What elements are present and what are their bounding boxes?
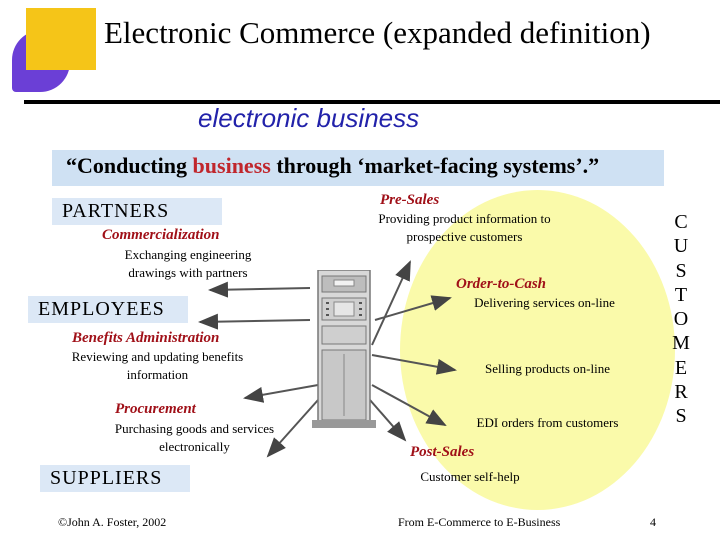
arrow-selling [371,354,457,375]
commercialization-desc: Exchanging engineering drawings with par… [124,247,252,280]
order-to-cash-desc: Delivering services on-line [474,295,615,310]
customers-letter: E [674,356,688,379]
postsales-label: Post-Sales [410,444,475,460]
postsales-desc: Customer self-help [420,469,520,484]
definition-banner [52,150,664,186]
definition-suffix: through ‘market-facing systems’.” [270,153,600,178]
selling-desc: Selling products on-line [485,361,610,376]
procurement-label: Procurement [115,401,196,417]
customers-vertical-label: C U S T O M E R S [666,210,696,429]
definition-highlight: business [192,153,271,178]
arrow-edi [371,384,447,426]
logo-front-square [26,8,96,70]
definition-prefix: “Conducting [66,153,193,178]
presales-label: Pre-Sales [380,192,440,208]
arrow-postsales [369,399,407,442]
slide-title: Electronic Commerce (expanded definition… [104,15,651,50]
customers-letter: O [673,308,689,331]
footer-page-number: 4 [650,515,656,529]
customers-letter: T [674,283,688,306]
customers-letter: R [674,381,688,404]
order-to-cash-label: Order-to-Cash [456,276,547,292]
arrow-procurement [243,384,319,403]
suppliers-label: SUPPLIERS [40,465,190,492]
footer-author: ©John A. Foster, 2002 [58,515,167,529]
customer-ellipse [400,190,675,510]
title-underline [24,100,720,104]
customers-letter: S [675,259,687,282]
footer-course: From E-Commerce to E-Business [398,515,561,529]
customers-letter: C [674,211,688,233]
commercialization-label: Commercialization [102,227,220,243]
slide-subtitle: electronic business [198,103,420,133]
benefits-label: Benefits Administration [72,330,220,346]
arrow-presales [371,260,411,346]
arrow-order [374,295,452,321]
arrow-suppliers [266,399,319,458]
arrow-partners [208,281,311,298]
procurement-desc: Purchasing goods and services electronic… [114,421,275,454]
server-icon [312,270,376,428]
presales-desc: Providing product information to prospec… [378,211,551,244]
partners-label: PARTNERS [52,198,222,225]
employees-label: EMPLOYEES [28,296,188,323]
customers-letter: M [672,332,690,355]
arrow-employees [198,313,311,330]
benefits-desc: Reviewing and updating benefits informat… [71,349,244,382]
customers-letter: U [673,235,689,258]
edi-desc: EDI orders from customers [476,415,619,430]
customers-letter: S [675,405,687,428]
definition-text: “Conducting business through ‘market-fac… [66,153,599,179]
